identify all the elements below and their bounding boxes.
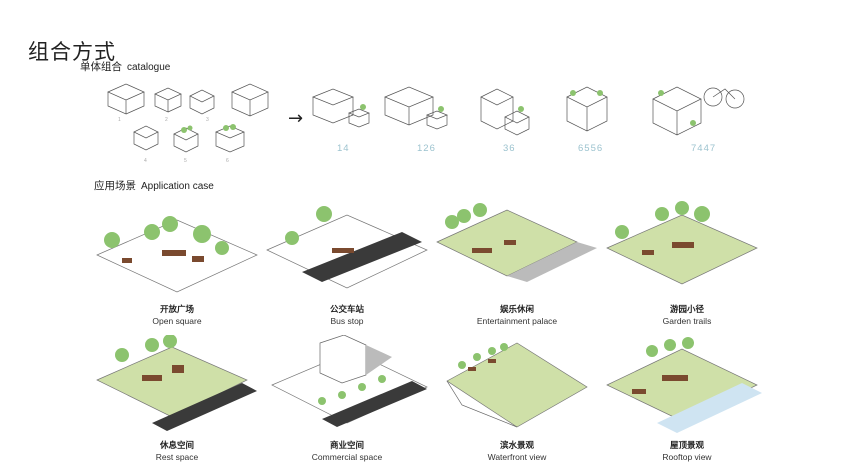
- application-heading: 应用场景 Application case: [94, 178, 214, 193]
- module-label-4: 4: [144, 158, 147, 164]
- scene-bus-stop: [266, 206, 428, 289]
- scene-garden-trails: [606, 201, 758, 285]
- scene-commercial-space: [271, 335, 428, 427]
- combo-label-36: 36: [503, 143, 516, 154]
- catalogue-en: catalogue: [127, 62, 171, 73]
- scene-waterfront-view: [446, 342, 588, 428]
- module-label-2: 2: [165, 117, 168, 123]
- scene-open-square: [96, 216, 258, 293]
- application-en: Application case: [141, 181, 214, 192]
- module-label-6: 6: [226, 158, 229, 164]
- combinations-diagram: [312, 86, 745, 136]
- combo-label-14: 14: [337, 143, 350, 154]
- module-label-3: 3: [206, 117, 209, 123]
- application-zh: 应用场景: [94, 180, 136, 192]
- combo-label-6556: 6556: [578, 143, 604, 154]
- scene-rooftop-view: [606, 337, 762, 433]
- scene-entertainment-palace: [436, 203, 597, 282]
- scene-rest-space: [96, 335, 257, 431]
- single-modules-diagram: [107, 83, 269, 153]
- combo-label-126: 126: [417, 143, 436, 154]
- combo-label-7447: 7447: [691, 143, 717, 154]
- catalogue-zh: 单体组合: [80, 61, 122, 73]
- page-title: 组合方式: [28, 40, 116, 64]
- module-label-1: 1: [118, 117, 121, 123]
- catalogue-heading: 单体组合 catalogue: [80, 59, 170, 74]
- module-label-5: 5: [184, 158, 187, 164]
- arrow-icon: →: [288, 108, 304, 129]
